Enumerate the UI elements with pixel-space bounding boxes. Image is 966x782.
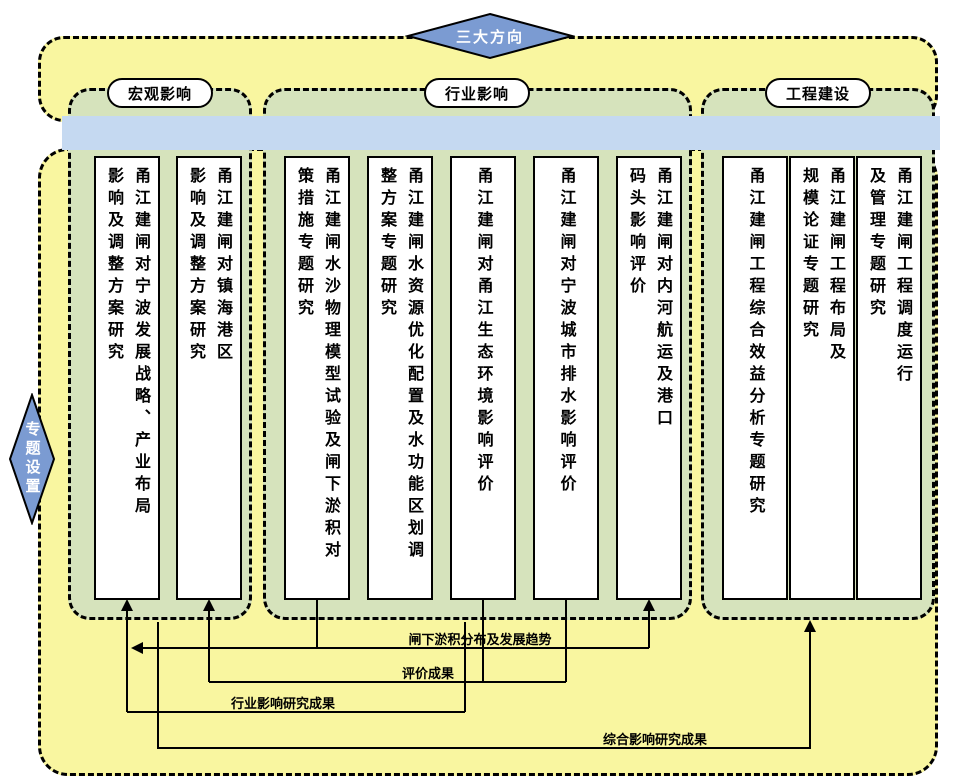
topic-setup-label: 专题设置 (23, 421, 40, 497)
topic-box-ningbo-strategy: 甬江建闸对宁波发展战略、产业布局 影响及调整方案研究 (94, 156, 160, 600)
topic-box-text: 甬江建闸工程综合效益分析专题研究 (746, 167, 764, 519)
three-directions-label: 三大方向 (455, 29, 524, 46)
flow-label-industry-results: 行业影响研究成果 (230, 696, 336, 711)
topic-box-operation-management: 甬江建闸工程调度运行 及管理专题研究 (856, 156, 922, 600)
topic-box-zhenhai-port: 甬江建闸对镇海港区 影响及调整方案研究 (176, 156, 242, 600)
topic-box-sediment-model: 甬江建闸水沙物理模型试验及闸下淤积对 策措施专题研究 (284, 156, 350, 600)
topic-box-text: 甬江建闸对甬江生态环境影响评价 (474, 167, 492, 497)
diamond-shape-icon (8, 391, 56, 527)
group-label-engineering-text: 工程建设 (785, 86, 850, 103)
topic-box-water-resources: 甬江建闸水资源优化配置及水功能区划调 整方案专题研究 (367, 156, 433, 600)
topic-box-text: 甬江建闸水资源优化配置及水功能区划调 整方案专题研究 (378, 167, 422, 563)
flow-label-siltation-trend: 闸下淤积分布及发展趋势 (408, 632, 552, 647)
topic-box-text: 甬江建闸对宁波发展战略、产业布局 影响及调整方案研究 (105, 167, 149, 519)
topic-box-text: 甬江建闸对内河航运及港口 码头影响评价 (627, 167, 671, 431)
group-label-macro-text: 宏观影响 (127, 86, 192, 103)
topic-box-comprehensive-benefit: 甬江建闸工程综合效益分析专题研究 (722, 156, 788, 600)
topic-box-eco-environment: 甬江建闸对甬江生态环境影响评价 (450, 156, 516, 600)
group-label-industry: 行业影响 (424, 78, 530, 108)
flow-label-evaluation-results: 评价成果 (401, 666, 455, 681)
blue-band (62, 116, 940, 150)
topic-box-text: 甬江建闸对宁波城市排水影响评价 (557, 167, 575, 497)
group-label-macro: 宏观影响 (107, 78, 213, 108)
flow-label-comprehensive-results: 综合影响研究成果 (602, 732, 708, 747)
topic-box-text: 甬江建闸工程调度运行 及管理专题研究 (867, 167, 911, 387)
topic-box-layout-scale: 甬江建闸工程布局及 规模论证专题研究 (789, 156, 855, 600)
group-label-industry-text: 行业影响 (444, 86, 509, 103)
topic-box-text: 甬江建闸工程布局及 规模论证专题研究 (800, 167, 844, 365)
topic-box-city-drainage: 甬江建闸对宁波城市排水影响评价 (533, 156, 599, 600)
group-label-engineering: 工程建设 (765, 78, 871, 108)
topic-box-text: 甬江建闸水沙物理模型试验及闸下淤积对 策措施专题研究 (295, 167, 339, 563)
three-directions-diamond: 三大方向 (404, 12, 576, 60)
diamond-shape-icon (404, 12, 576, 60)
topic-setup-diamond: 专题设置 (8, 391, 56, 527)
topic-box-inland-shipping: 甬江建闸对内河航运及港口 码头影响评价 (616, 156, 682, 600)
topic-box-text: 甬江建闸对镇海港区 影响及调整方案研究 (187, 167, 231, 365)
